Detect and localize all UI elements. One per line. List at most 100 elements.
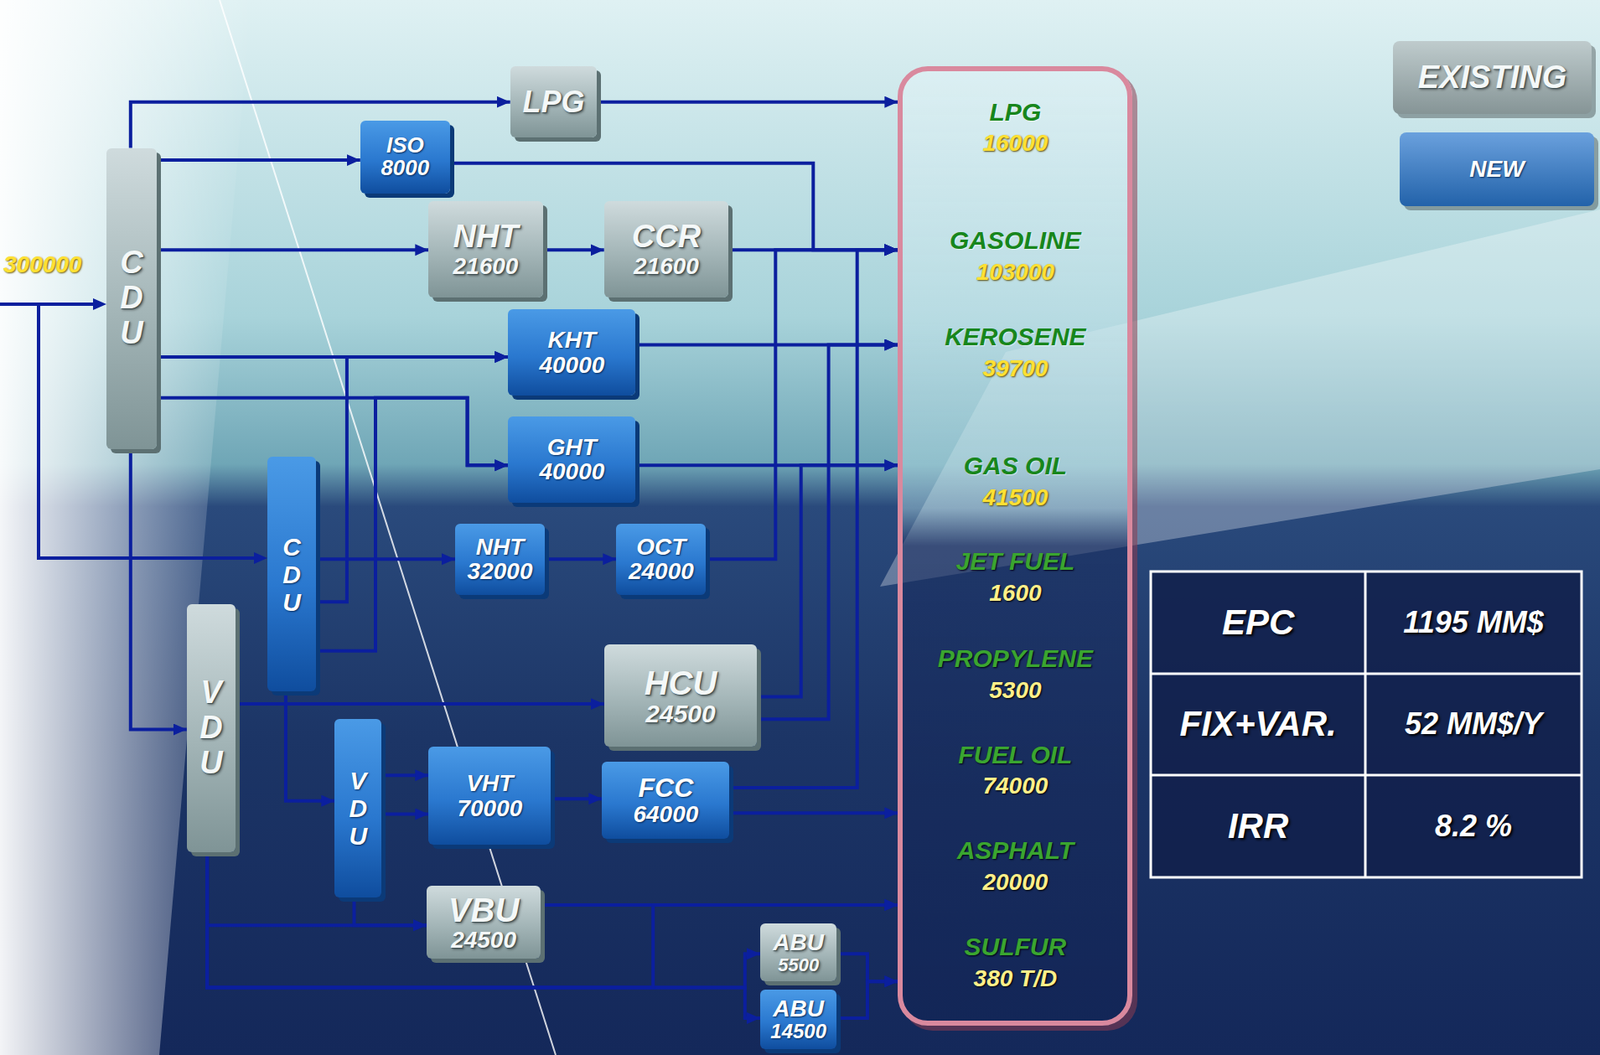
unit-name: VBU [448,892,519,928]
unit-capacity: 5500 [777,955,819,975]
product-name: ASPHALT [902,836,1128,865]
unit-capacity: 8000 [380,156,430,180]
unit-capacity: 32000 [467,559,534,584]
product-volume: 39700 [902,356,1128,383]
flow-arrow [836,953,898,982]
flow-arrow [381,812,429,817]
table-cell: FIX+VAR. [1150,673,1366,777]
new-unit: VDU [334,719,382,898]
table-text: 1195 MM$ [1403,605,1544,641]
feed-rate: 300000 [3,251,82,279]
unit-capacity: 21600 [633,253,700,279]
product-volume: 41500 [902,485,1128,512]
unit-name: ABU [772,930,824,955]
flow-arrow [381,773,429,777]
product-panel: LPG 16000GASOLINE 103000KEROSENE 39700GAS O… [897,66,1133,1026]
existing-unit: VDU [186,604,236,853]
table-text: IRR [1227,806,1289,847]
new-unit: KHT40000 [507,309,636,396]
new-unit: GHT40000 [507,416,636,503]
product-name: FUEL OIL [902,740,1128,769]
flow-arrow [285,691,335,801]
unit-name: CDU [279,533,305,617]
unit-name: CDU [115,245,148,351]
flow-arrow [130,102,511,149]
arrow-head [253,552,268,565]
legend-swatch: EXISTING [1392,41,1592,115]
flow-arrow [315,557,456,561]
flow-arrow [157,158,361,162]
unit-name: OCT [636,534,686,560]
table-text: 8.2 % [1434,808,1512,845]
table-cell: 8.2 % [1365,775,1582,878]
flow-arrow [550,797,602,801]
product-name: GAS OIL [902,451,1128,480]
new-unit: ISO8000 [360,120,451,195]
table-text: 52 MM$/Y [1404,706,1543,742]
product-name: JET FUEL [902,547,1128,575]
new-unit: VHT70000 [428,746,551,845]
table-cell: 1195 MM$ [1365,571,1582,674]
legend-label: EXISTING [1418,59,1567,96]
product-volume: 1600 [902,580,1128,607]
existing-unit: CCR21600 [604,201,730,299]
product-volume: 74000 [902,773,1128,800]
flow-arrow [596,100,898,104]
unit-name: NHT [476,534,525,560]
unit-name: ISO [386,134,425,157]
product-name: GASOLINE [902,226,1128,254]
diagonal-line [219,0,556,1055]
economics-table [1150,571,1582,878]
product-name: SULFUR [902,932,1128,961]
unit-name: ABU [772,996,824,1021]
unit-name: CCR [631,220,701,254]
legend-swatch: NEW [1399,132,1594,207]
existing-unit: ABU5500 [760,923,837,982]
product-volume: 5300 [902,678,1128,705]
existing-unit: HCU24500 [604,644,758,747]
unit-capacity: 64000 [632,802,699,827]
flow-arrow [157,248,430,252]
unit-name: VDU [345,766,371,850]
unit-name: KHT [548,327,597,353]
flow-arrow [543,248,605,252]
flow-arrow [207,852,761,1019]
unit-name: LPG [522,86,585,119]
new-unit: CDU [267,456,316,692]
feed-line [0,302,94,306]
product-volume: 20000 [902,869,1128,896]
flow-arrow [756,345,898,720]
new-unit: OCT24000 [616,523,706,596]
table-cell: IRR [1150,775,1366,878]
unit-capacity: 21600 [453,253,519,279]
product-name: KEROSENE [902,322,1128,351]
unit-capacity: 40000 [538,459,605,484]
table-text: FIX+VAR. [1180,704,1337,745]
flow-arrow [235,702,605,706]
new-unit: NHT32000 [455,523,545,596]
table-rule [1364,571,1367,878]
table-text: EPC [1222,602,1295,643]
table-rule [1150,774,1582,777]
product-volume: 16000 [902,130,1128,157]
unit-name: VDU [195,675,228,781]
unit-capacity: 24500 [645,700,715,728]
table-rule [1150,673,1582,676]
table-cell: EPC [1150,571,1366,674]
flow-arrow [130,449,187,731]
unit-capacity: 14500 [770,1020,827,1042]
unit-capacity: 40000 [538,352,605,378]
flow-arrow [207,852,427,927]
existing-unit: NHT21600 [428,201,543,299]
flow-arrow [730,811,899,815]
flow-arrow [354,897,427,926]
product-name: LPG [902,98,1128,126]
unit-capacity: 24000 [628,559,694,584]
product-name: PROPYLENE [902,644,1128,673]
product-volume: 103000 [902,259,1128,286]
unit-name: NHT [452,220,518,254]
new-unit: ABU14500 [760,989,837,1050]
